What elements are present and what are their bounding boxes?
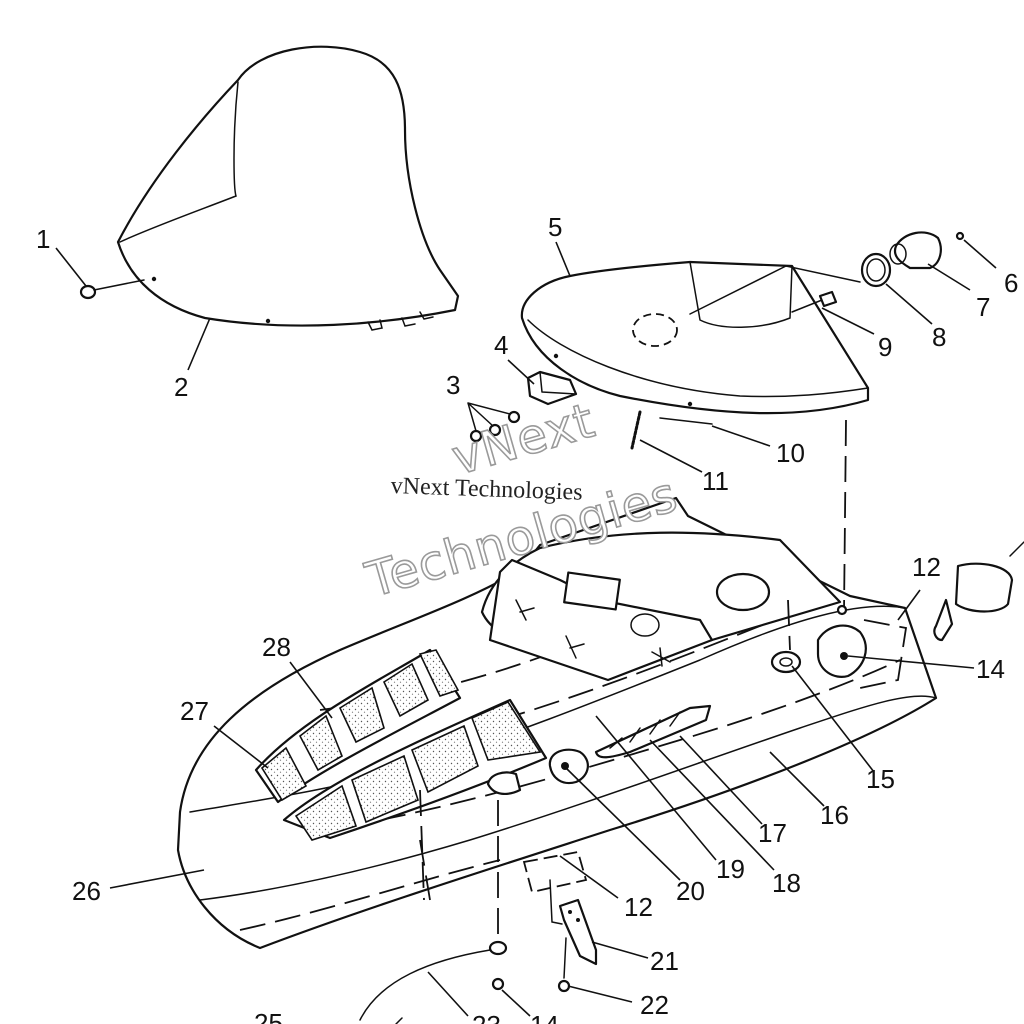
bracket-21 <box>549 879 598 966</box>
gauge-leaders <box>689 265 861 315</box>
callout-9: 9 <box>878 332 892 362</box>
mirror <box>933 541 1024 642</box>
callout-4: 4 <box>494 330 508 360</box>
console <box>480 531 842 682</box>
callout-11: 11 <box>702 466 729 496</box>
callout-15: 15 <box>866 764 895 794</box>
callout-12-top: 12 <box>912 552 941 582</box>
callout-23: 23 <box>472 1010 501 1024</box>
bottom-hardware <box>359 800 508 1024</box>
screw-22 <box>557 937 571 993</box>
cable-10 <box>659 417 713 425</box>
knob-20 <box>548 748 589 785</box>
callout-16: 16 <box>820 800 849 830</box>
alignment-lines <box>419 419 848 901</box>
callout-25: 25 <box>254 1008 283 1024</box>
leader-lines <box>55 239 997 1017</box>
cable-11 <box>630 410 642 450</box>
callout-26: 26 <box>72 876 101 906</box>
bracket-4 <box>526 370 578 406</box>
grommet-15 <box>770 650 802 674</box>
dash-panel <box>520 260 870 415</box>
plate-12 <box>522 850 588 894</box>
callout-6: 6 <box>1004 268 1018 298</box>
side-panel <box>816 619 908 689</box>
screw-1 <box>79 279 145 300</box>
callout-21: 21 <box>650 946 679 976</box>
callout-18: 18 <box>772 868 801 898</box>
callout-8: 8 <box>932 322 946 352</box>
callout-14-bottom: 14 <box>530 1010 559 1024</box>
screw-6 <box>955 231 965 241</box>
callout-27: 27 <box>180 696 209 726</box>
callout-10: 10 <box>776 438 805 468</box>
callout-28: 28 <box>262 632 291 662</box>
callout-2: 2 <box>174 372 188 402</box>
gauge-7 <box>889 231 942 270</box>
ring-8 <box>860 252 892 288</box>
callout-20: 20 <box>676 876 705 906</box>
callout-numbers: 1 2 3 4 5 6 7 8 9 10 11 12 12 14 15 16 1… <box>36 212 1018 1024</box>
callout-3: 3 <box>446 370 460 400</box>
callout-22: 22 <box>640 990 669 1020</box>
intakes-27-28 <box>254 648 548 841</box>
vent-17-18 <box>594 704 712 759</box>
callout-5: 5 <box>548 212 562 242</box>
windshield <box>116 45 460 331</box>
bolt-9 <box>791 290 838 313</box>
callout-17: 17 <box>758 818 787 848</box>
callout-7: 7 <box>976 292 990 322</box>
callout-12-bottom: 12 <box>624 892 653 922</box>
callout-14: 14 <box>976 654 1005 684</box>
callout-1: 1 <box>36 224 50 254</box>
nuts-3 <box>467 402 521 443</box>
callout-19: 19 <box>716 854 745 884</box>
